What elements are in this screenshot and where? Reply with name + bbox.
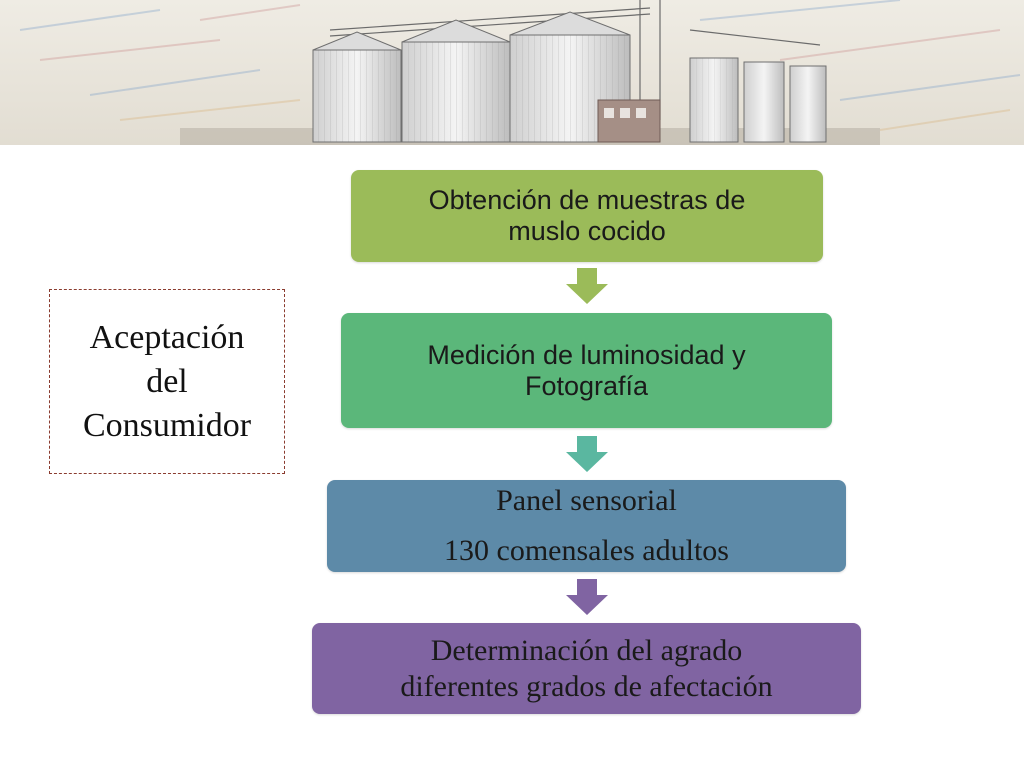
step-text-line: Panel sensorial [496, 484, 677, 517]
arrow-down-icon [566, 268, 608, 304]
step-sample-collection: Obtención de muestras de muslo cocido [351, 170, 823, 262]
side-label-line: del [146, 362, 188, 400]
side-label-line: Aceptación [89, 318, 245, 356]
step-text-line: Fotografía [524, 370, 649, 401]
arrow-down-icon [566, 436, 608, 472]
banner-image [0, 0, 1024, 145]
consumer-acceptance-label: Aceptación del Consumidor [49, 289, 285, 474]
step-text-line: muslo cocido [508, 216, 666, 246]
side-label-line: Consumidor [82, 406, 252, 444]
step-text-line: Determinación del agrado [430, 633, 743, 667]
step-luminosity-measurement: Medición de luminosidad y Fotografía [341, 313, 832, 428]
step-text-line: 130 comensales adultos [444, 534, 729, 567]
grain-silos-icon [0, 0, 1024, 145]
step-text-line: diferentes grados de afectación [400, 669, 773, 703]
step-text-line: Medición de luminosidad y [427, 339, 746, 370]
step-text-line: Obtención de muestras de [428, 185, 746, 215]
step-sensory-panel: Panel sensorial 130 comensales adultos [327, 480, 846, 572]
step-liking-determination: Determinación del agrado diferentes grad… [312, 623, 861, 714]
arrow-down-icon [566, 579, 608, 615]
